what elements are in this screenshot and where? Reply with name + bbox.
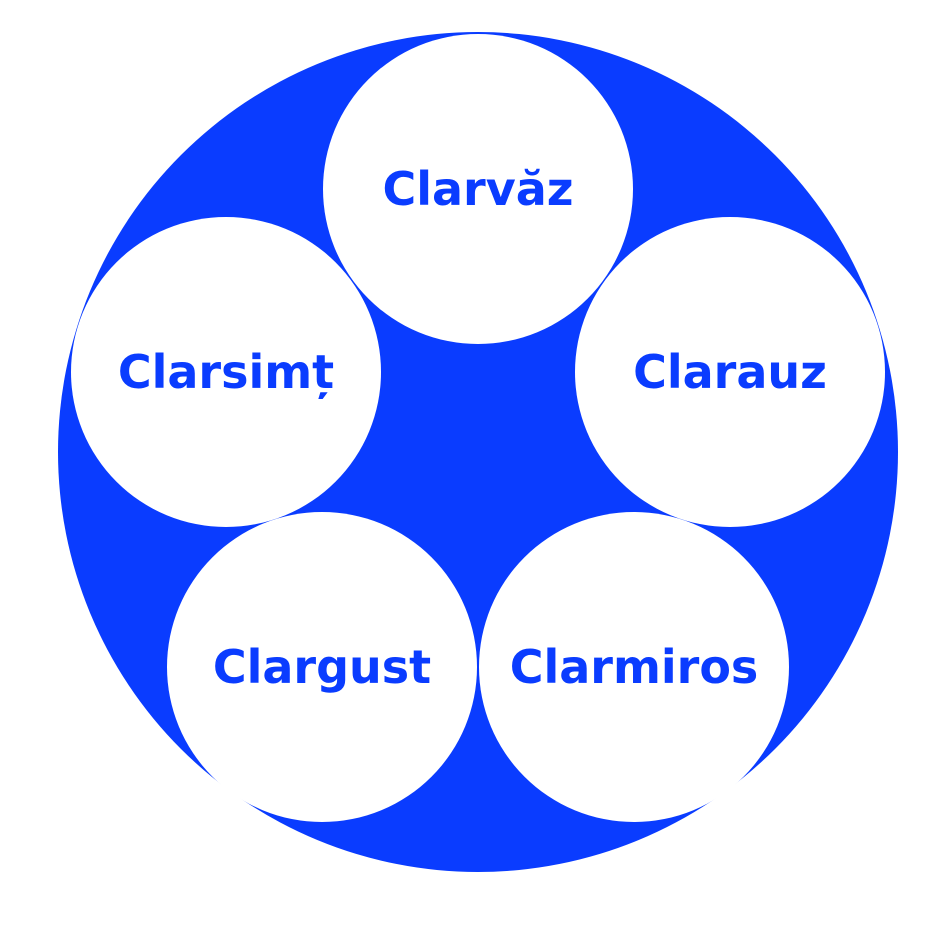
sense-node: Clarauz <box>575 217 885 527</box>
sense-circle <box>71 217 381 527</box>
sense-label: Clarvăz <box>382 162 573 216</box>
sense-label: Clargust <box>213 640 431 694</box>
sense-circle <box>479 512 789 822</box>
sense-label: Clarmiros <box>510 640 759 694</box>
sense-label: Clarauz <box>633 345 827 399</box>
sense-circle <box>167 512 477 822</box>
sense-node: Clarmiros <box>479 512 789 822</box>
sense-node: Clarvăz <box>323 34 633 344</box>
sense-node: Clarsimț <box>71 217 381 527</box>
sense-label: Clarsimț <box>118 345 334 399</box>
sense-circle <box>323 34 633 344</box>
sense-node: Clargust <box>167 512 477 822</box>
sense-circle <box>575 217 885 527</box>
